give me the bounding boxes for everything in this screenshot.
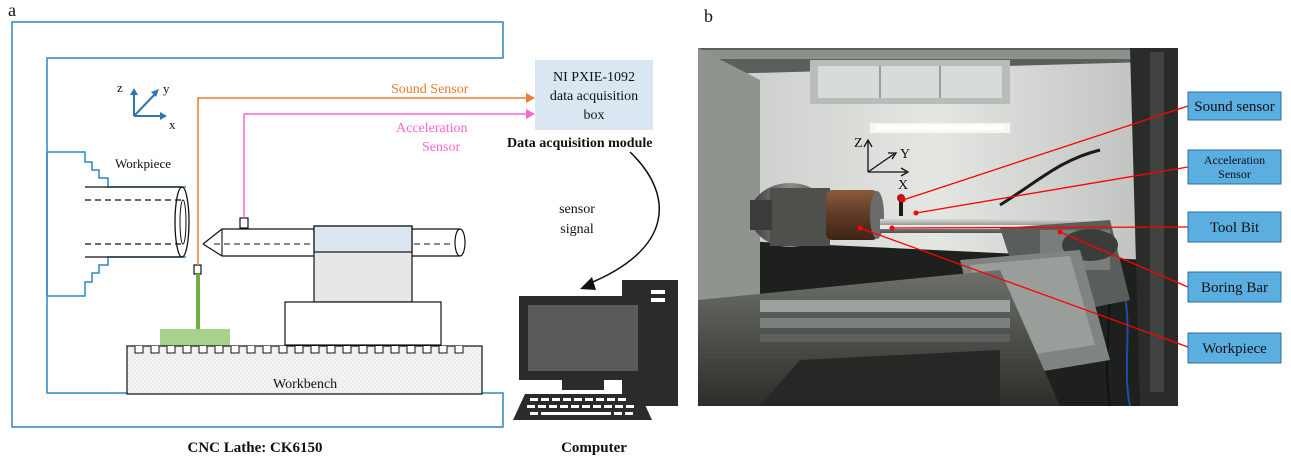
callout-acceleration-label-2: Sensor [1218,167,1251,181]
panel-b-letter: b [704,6,713,26]
axis-y-label: y [163,81,170,96]
sensor-signal-label-2: signal [560,222,594,237]
carriage [284,301,442,346]
callout-boring-bar-label: Boring Bar [1201,280,1268,296]
callout-acceleration-label-1: Acceleration [1204,153,1265,167]
sound-sensor-label: Sound Sensor [391,82,469,97]
callout-boring-bar: Boring Bar [1187,271,1282,303]
sensor-signal-arrowhead [580,277,596,290]
daq-label-2: data acquisition [550,89,638,104]
sensor-signal-arrow [587,151,661,285]
computer-icon [513,280,678,420]
callout-workpiece: Workpiece [1187,332,1282,364]
acceleration-sensor-line [243,113,527,218]
sound-sensor-line [197,97,527,265]
photo-axis-y: Y [900,147,910,162]
sensor-stand [196,274,200,330]
lathe-caption: CNC Lathe: CK6150 [188,440,323,456]
daq-box [535,60,653,130]
axes-xyz-left [130,88,167,120]
callout-workpiece-label: Workpiece [1202,341,1267,357]
panel-a-letter: a [8,0,16,20]
daq-label-3: box [584,108,605,123]
callout-sound-sensor-label: Sound sensor [1194,99,1274,115]
acceleration-sensor-label-2: Sensor [422,140,460,155]
callout-lines [859,105,1189,348]
daq-module-label: Data acquisition module [507,136,652,151]
acceleration-sensor-label-1: Acceleration [396,121,468,136]
lathe-frame [11,21,504,428]
acceleration-sensor-arrow [526,109,535,119]
sound-sensor-arrow [526,93,535,103]
workpiece-tube [85,186,190,258]
sensor-base [160,329,230,346]
callout-points [857,197,1063,235]
workbench-teeth [127,345,466,354]
callout-acceleration-sensor: Acceleration Sensor [1187,149,1282,185]
axis-z-label: z [117,80,123,95]
workpiece-label: Workpiece [115,156,171,171]
spindle-chuck [47,151,186,297]
daq-label-1: NI PXIE-1092 [553,70,635,85]
callout-sound-sensor: Sound sensor [1187,91,1282,121]
computer-label: Computer [561,440,627,456]
lathe-photo [698,48,1178,407]
photo-axis-x: X [898,178,908,193]
sensor-signal-label-1: sensor [559,202,595,217]
photo-axis-z: Z [854,136,863,151]
callout-tool-bit: Tool Bit [1187,211,1282,243]
tool-holder-clamp [313,225,413,253]
axis-x-label: x [169,117,176,132]
callout-tool-bit-label: Tool Bit [1210,220,1260,236]
workbench-label: Workbench [273,377,337,392]
